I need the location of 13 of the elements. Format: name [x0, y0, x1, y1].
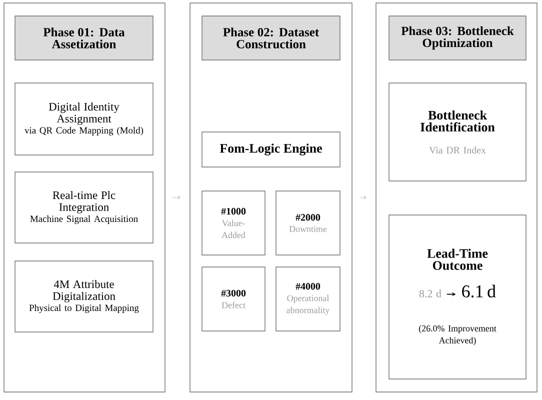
step-box: 4M Attribute Digitalization Physical to Digital Mapping [14, 260, 154, 332]
phase-header: Phase 01: Data Assetization [14, 16, 154, 60]
step-box: Real-time Plc Integration Machine Signal Acquisition [14, 172, 154, 244]
category-box: #2000 Downtime [276, 190, 340, 256]
category-box: #1000 Value-Added [202, 190, 266, 256]
phase-header: Phase 03: Bottleneck Optimization [388, 16, 526, 60]
category-box: #4000 Operational abnormality [276, 266, 340, 332]
category-box: #3000 Defect [202, 266, 266, 332]
result-box: Bottleneck Identification Via DR Index [388, 82, 526, 182]
phase-header: Phase 02: Dataset Construction [202, 16, 340, 60]
step-box: Digital Identity Assignment via QR Code Mapping (Mold) [14, 82, 154, 156]
result-box: Lead-Time Outcome 8.2 d 6.1 d (26.0% Improvement Achieved) [388, 214, 526, 380]
engine-box: Fom-Logic Engine [202, 132, 340, 168]
